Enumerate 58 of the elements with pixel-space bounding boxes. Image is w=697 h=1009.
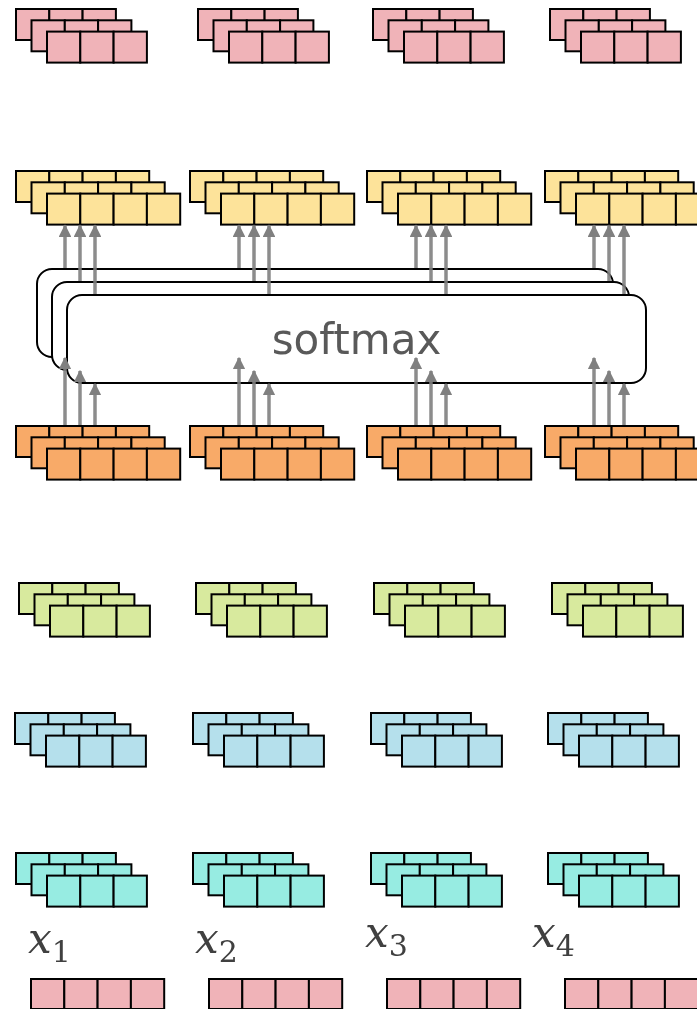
vector-stack bbox=[386, 978, 520, 1009]
arrow bbox=[247, 369, 261, 425]
vector-stack bbox=[370, 852, 501, 908]
vector-stack bbox=[544, 425, 697, 481]
vector-stack bbox=[195, 582, 326, 638]
vector-stack bbox=[15, 425, 180, 481]
vector-stack bbox=[189, 425, 354, 481]
box-label: softmax bbox=[271, 314, 442, 364]
input-symbol: x$_{4}$ bbox=[532, 912, 575, 962]
input-symbol: x$_{3}$ bbox=[365, 912, 408, 962]
arrow bbox=[232, 356, 246, 425]
arrow bbox=[424, 369, 438, 425]
arrow bbox=[424, 224, 438, 281]
arrow bbox=[602, 224, 616, 281]
vector-stack bbox=[18, 582, 149, 638]
arrow bbox=[262, 382, 276, 425]
arrow bbox=[587, 356, 601, 425]
vector-stack bbox=[370, 712, 501, 768]
arrow bbox=[439, 382, 453, 425]
vector-stack bbox=[189, 170, 354, 226]
arrow bbox=[409, 224, 423, 268]
arrow bbox=[247, 224, 261, 281]
vector-stack bbox=[15, 170, 180, 226]
vector-stack bbox=[30, 978, 164, 1009]
arrow bbox=[88, 224, 102, 294]
arrow bbox=[232, 224, 246, 268]
arrow bbox=[587, 224, 601, 268]
vector-stack bbox=[373, 582, 504, 638]
vector-stack bbox=[551, 582, 682, 638]
vector-stack bbox=[372, 8, 503, 64]
input-symbol: x$_{1}$ bbox=[28, 918, 71, 968]
vector-stack bbox=[15, 852, 146, 908]
vector-stack bbox=[544, 170, 697, 226]
vector-stack bbox=[547, 712, 678, 768]
vector-stack bbox=[15, 8, 146, 64]
arrow bbox=[73, 369, 87, 425]
vector-stack bbox=[366, 170, 531, 226]
arrow bbox=[58, 356, 72, 425]
arrow bbox=[262, 224, 276, 294]
arrow bbox=[439, 224, 453, 294]
arrow bbox=[88, 382, 102, 425]
vector-stack bbox=[14, 712, 145, 768]
vector-stack bbox=[208, 978, 342, 1009]
vector-stack bbox=[197, 8, 328, 64]
arrow bbox=[617, 224, 631, 294]
vector-stack bbox=[564, 978, 697, 1009]
vector-stack bbox=[366, 425, 531, 481]
arrow bbox=[73, 224, 87, 281]
arrow bbox=[602, 369, 616, 425]
vector-stack bbox=[547, 852, 678, 908]
input-symbol: x$_{2}$ bbox=[195, 918, 238, 968]
arrow bbox=[58, 224, 72, 268]
softmax-box-stack bbox=[36, 268, 647, 384]
vector-stack bbox=[192, 712, 323, 768]
vector-stack bbox=[549, 8, 680, 64]
vector-stack bbox=[192, 852, 323, 908]
arrow bbox=[409, 356, 423, 425]
arrow bbox=[617, 382, 631, 425]
